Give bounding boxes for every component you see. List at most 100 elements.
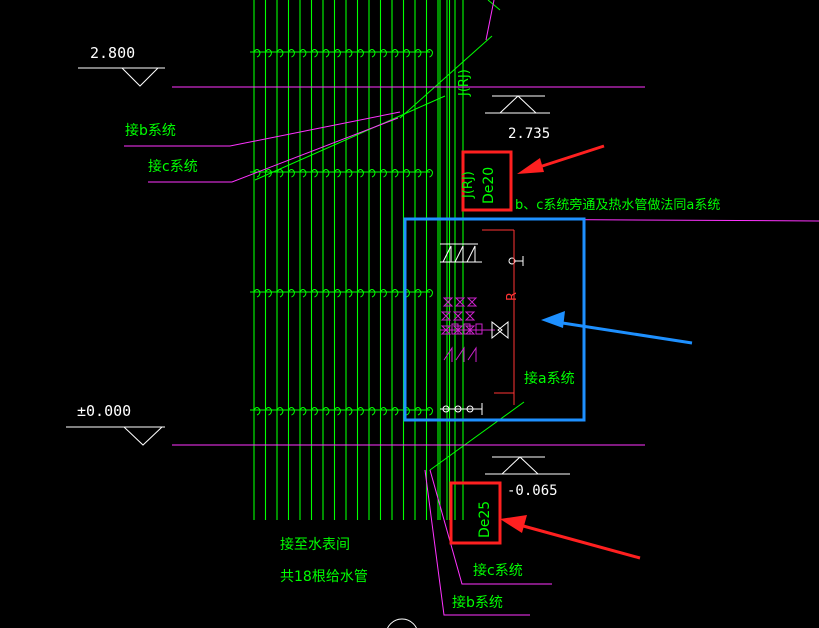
label-connect-c-top: 接c系统 [148,159,198,175]
pipe-bend-icon [368,289,376,298]
pipe-bend-icon [334,49,342,58]
pipe-bend-icon [414,169,422,178]
valve-assembly [440,229,524,415]
pipe-tag-mid-2: De20 [481,166,497,204]
pipe-bend-icon [345,407,353,416]
dimension-line-red [482,229,515,405]
pipe-bend-icon [334,407,342,416]
label-connect-c-bottom: 接c系统 [473,563,523,579]
pipe-bend-icon [391,407,399,416]
pipe-bend-icon [380,407,388,416]
arrow-icon-bottom [500,515,641,560]
pipe-bend-icon [288,407,296,416]
pipe-bend-icon [345,289,353,298]
pipe-bend-icon [380,169,388,178]
pipe-bend-icon [288,169,296,178]
bottom-valve-row-icon [440,403,483,415]
elevation-marker-zero-icon [66,426,165,446]
elevation-mid-right: 2.735 [508,126,551,142]
label-connect-b-bottom: 接b系统 [452,595,503,611]
vertical-pipes [253,0,464,520]
pipe-bend-icon [426,407,434,416]
pipe-bend-icon [403,49,411,58]
dimension-letter: R [505,291,520,301]
pipe-bend-icon [311,407,319,416]
pipe-tag-mid-1: J(RJ) [461,171,476,198]
pipe-bend-icon [368,407,376,416]
elevation-bottom-right: -0.065 [507,483,558,499]
pipe-bend-icon [265,49,273,58]
label-bc-note: b、c系统旁通及热水管做法同a系统 [515,198,721,213]
bowtie-valve-icon [491,320,509,340]
pipe-bend-icon [357,169,365,178]
pipe-bend-icon [426,169,434,178]
leader-c-bottom [429,469,552,585]
leader-b-bottom [424,469,530,616]
pipe-bend-icon [414,289,422,298]
pipe-tag-top: J(RJ) [457,69,472,96]
pipe-bend-icon [322,169,330,178]
pipe-bend-icon [426,49,434,58]
pipe-bend-icon [265,407,273,416]
gauge-icon [508,256,524,266]
pipe-bend-icon [322,49,330,58]
pipe-bend-icon [299,407,307,416]
pipe-bend-icon [403,169,411,178]
pipe-bend-icon [265,169,273,178]
pipe-bend-icon [414,407,422,416]
annotation-box-de20 [461,150,513,212]
pipe-bend-icon [322,289,330,298]
elevation-marker-bottom-icon [485,456,570,475]
diagonal-supply [254,95,446,181]
elevation-zero: ±0.000 [77,402,132,420]
elevation-marker-mid-icon [485,95,550,114]
pipe-bend-rows [250,49,434,416]
pipe-bend-icon [345,49,353,58]
elevation-marker-top-icon [78,67,165,87]
pipe-bend-icon [276,289,284,298]
annotation-box-valves [403,217,586,422]
pipe-bend-icon [311,289,319,298]
leader-top-right [485,0,495,41]
pipe-bend-icon [380,49,388,58]
pipe-bend-icon [311,169,319,178]
pipe-bend-icon [426,289,434,298]
pipe-bend-icon [414,49,422,58]
pipe-bend-icon [276,169,284,178]
pipe-bend-icon [265,289,273,298]
pipe-tag-bottom: De25 [477,500,493,538]
leader-lines [124,0,552,616]
bottom-circle-icon [387,618,417,628]
pipe-bend-icon [253,169,261,178]
pipe-bend-icon [368,169,376,178]
label-connect-a: 接a系统 [524,371,575,387]
pipe-bend-icon [253,289,261,298]
pipe-bend-icon [311,49,319,58]
pipe-bend-icon [357,49,365,58]
pipe-bend-icon [299,49,307,58]
pipe-bend-icon [357,407,365,416]
pipe-bend-icon [334,169,342,178]
pipe-bend-icon [288,49,296,58]
label-meter-room: 接至水表间 [280,537,350,553]
pipe-bend-icon [299,289,307,298]
pipe-bend-icon [276,407,284,416]
pipe-bend-icon [288,289,296,298]
pipe-bend-icon [276,49,284,58]
leader-b-top [124,111,401,147]
pipe-bend-icon [345,169,353,178]
pipe-bend-icon [380,289,388,298]
diagonal-supply [429,401,525,471]
pipe-bend-icon [253,49,261,58]
annotation-box-de25 [449,481,502,545]
diagonal-supply [487,0,501,11]
pipe-bend-icon [322,407,330,416]
elevation-top: 2.800 [90,44,136,62]
leader-c-top [148,117,399,183]
diagonal-supply [399,35,493,119]
check-valve-row-icon [440,243,482,263]
label-pipe-count: 共18根给水管 [280,569,368,585]
pipe-bend-icon [253,407,261,416]
pipe-bend-icon [391,289,399,298]
